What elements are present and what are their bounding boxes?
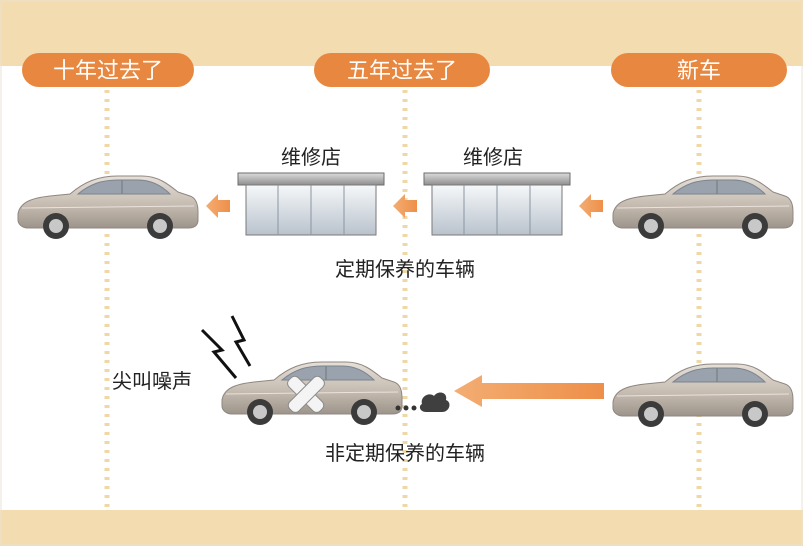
arrow-left-icon — [579, 194, 603, 218]
pill-ten-years-label: 十年过去了 — [53, 59, 163, 84]
arrow-left-icon — [206, 194, 230, 218]
lightning-icon — [200, 315, 252, 379]
pill-new-car-label: 新车 — [677, 59, 721, 84]
pill-five-years: 五年过去了 — [314, 53, 490, 87]
shop-label-1: 维修店 — [281, 145, 341, 169]
label-not-maintained: 非定期保养的车辆 — [325, 441, 485, 465]
label-maintained: 定期保养的车辆 — [335, 257, 475, 281]
repair-shop-icon — [237, 172, 385, 236]
pill-new-car: 新车 — [611, 53, 787, 87]
car-ten-years-maintained — [17, 175, 199, 240]
exhaust-smoke-icon — [395, 392, 450, 412]
car-new-maintained — [612, 175, 794, 240]
arrow-left-icon — [393, 194, 417, 218]
car-new-unmaintained — [612, 363, 794, 428]
pill-five-years-label: 五年过去了 — [347, 59, 457, 84]
arrow-left-large-icon — [454, 375, 604, 407]
repair-shop-icon — [423, 172, 571, 236]
label-noise: 尖叫噪声 — [112, 369, 192, 393]
bandage-icon — [287, 375, 325, 413]
shop-label-2: 维修店 — [463, 145, 523, 169]
bottom-band — [0, 510, 803, 546]
pill-ten-years: 十年过去了 — [22, 53, 194, 87]
